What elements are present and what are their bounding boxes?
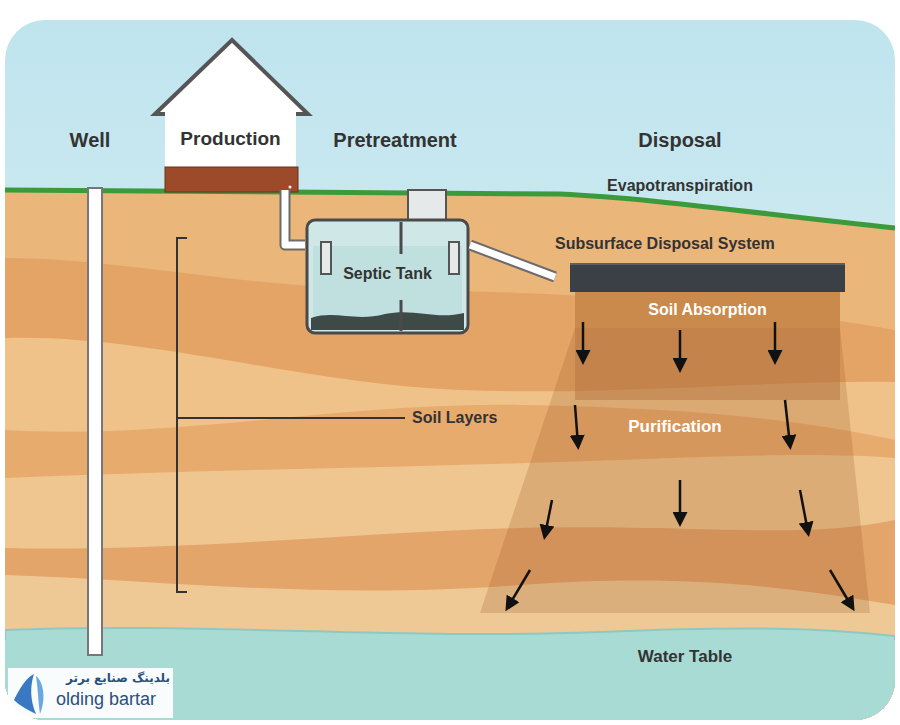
node-text: Production [165, 128, 296, 151]
node-text: Septic Tank [305, 264, 470, 283]
bracket [177, 238, 187, 592]
foundation-dot [289, 186, 292, 189]
node-text: Water Table [585, 647, 785, 667]
stage-label: Pretreatment [315, 128, 475, 152]
watermark-box [8, 668, 173, 718]
pipe [470, 245, 555, 277]
water-wave [5, 628, 895, 720]
watermark-logo [36, 676, 43, 714]
roof [155, 40, 308, 114]
well-label: Well [55, 128, 125, 152]
pipe-fill [470, 245, 555, 277]
stage-label: Disposal [600, 128, 760, 152]
soil-layer [5, 258, 895, 720]
soil-layer [5, 190, 895, 720]
disposal-bed [570, 263, 845, 292]
flow-arrow [679, 480, 682, 522]
disposal-system: Subsurface Disposal System [555, 232, 845, 292]
node-text: Purification [480, 417, 870, 437]
bracket-label: Soil Layers [412, 408, 497, 427]
flow-arrows [508, 322, 852, 607]
leader-line [177, 417, 405, 419]
watermark-text: olding bartar [56, 689, 156, 711]
septic-tank: Septic Tank [305, 218, 470, 335]
pipe-outline [470, 245, 555, 277]
outlet-tee [449, 242, 459, 274]
flow-arrow [679, 330, 682, 368]
scene [5, 20, 895, 720]
tank-riser [408, 190, 446, 222]
shape-outline [480, 328, 870, 613]
pipe-outline [285, 190, 305, 245]
baffle [400, 222, 403, 254]
baffle [400, 300, 403, 331]
process-label: Evapotranspiration [560, 176, 800, 195]
shape-outline [155, 40, 308, 192]
foundation [165, 167, 298, 192]
flow-arrow [508, 570, 530, 607]
flow-arrow [774, 322, 777, 360]
house-body [165, 112, 296, 168]
pipe-fill [285, 190, 305, 245]
flow-arrow [545, 500, 552, 535]
absorption-band: Soil Absorption [575, 292, 840, 328]
well-pipe [88, 188, 102, 655]
node-text: Soil Absorption [575, 300, 840, 319]
watermark-text: بلدینگ صنایع برتر [56, 671, 170, 685]
flow-arrow [800, 490, 808, 532]
node-text: Subsurface Disposal System [555, 234, 775, 253]
pipe [285, 190, 305, 245]
watermark-logo [14, 674, 36, 714]
flow-arrow [785, 400, 790, 445]
flow-arrow [830, 570, 852, 607]
sludge [311, 312, 464, 330]
flow-arrow [575, 405, 578, 445]
flow-arrow [582, 322, 585, 360]
purification-zone: Purification [480, 328, 870, 613]
house: Production [155, 40, 308, 192]
purification-area [480, 328, 870, 613]
inlet-tee [321, 242, 331, 274]
